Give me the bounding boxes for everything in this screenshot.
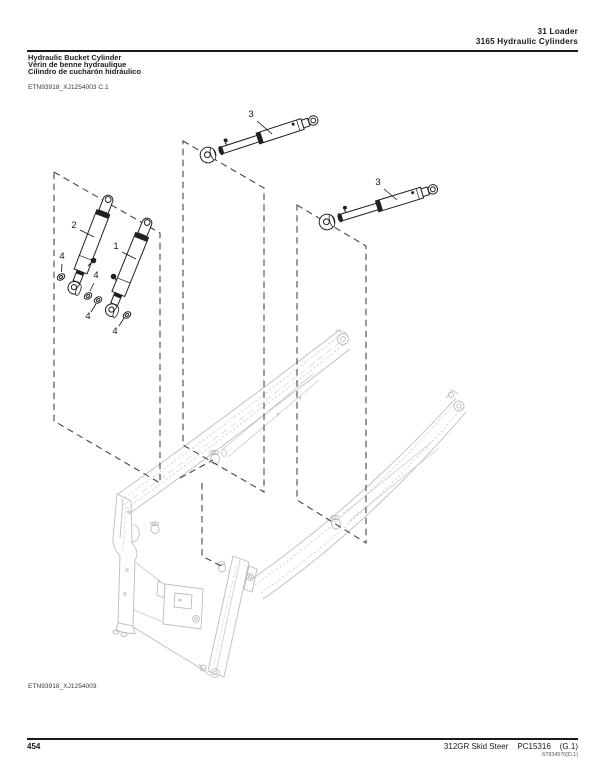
title-block: Hydraulic Bucket Cylinder Vérin de benne… — [28, 53, 141, 76]
panel-cylinder-3-left — [182, 140, 265, 493]
title-spanish: Cilindro de cucharón hidráulico — [28, 66, 141, 76]
location-panels — [53, 140, 367, 567]
seal-ring — [82, 290, 94, 302]
footer-right: 312GR Skid Steer PC15316 (G.1) — [435, 742, 578, 751]
page-number: 454 — [27, 742, 41, 751]
model-name: 312GR Skid Steer — [443, 742, 509, 751]
loader-frame-art — [112, 328, 467, 678]
callout-4-b: 4 — [93, 270, 99, 281]
footer-rule — [27, 738, 578, 740]
callout-2: 2 — [71, 220, 77, 231]
location-leader-left — [179, 459, 214, 479]
grease-fittings — [87, 257, 118, 282]
print-stamp: ST834570(D.1) — [541, 752, 578, 758]
figure-caption: ETN93918_XJ1254003 — [28, 683, 97, 690]
title-english: Hydraulic Bucket Cylinder — [28, 53, 122, 62]
page-header: 31 Loader 3165 Hydraulic Cylinders — [27, 27, 578, 47]
catalog-number: PC15316 — [517, 742, 551, 751]
panel-cylinder-3-right — [296, 204, 367, 544]
callout-3-upper: 3 — [248, 109, 254, 120]
callout-4-a: 4 — [59, 251, 65, 262]
revision-code: (G.1) — [559, 742, 578, 751]
section-heading: 31 Loader — [537, 27, 578, 36]
title-french: Vérin de benne hydraulique — [28, 59, 127, 69]
panel-cylinders-1-2 — [53, 171, 161, 484]
callout-1: 1 — [113, 241, 119, 252]
cylinders — [65, 108, 441, 320]
header-rule — [27, 50, 578, 52]
bucket-cylinder-1 — [102, 215, 156, 320]
callout-leaders — [61, 120, 398, 327]
drawing-reference: ETN93918_XJ1254003 C.1 — [28, 84, 109, 91]
subsection-heading: 3165 Hydraulic Cylinders — [475, 37, 578, 46]
seal-ring — [92, 294, 104, 306]
location-leader-center — [201, 483, 222, 567]
cylinder-3-upper — [196, 108, 321, 166]
seal-ring — [55, 271, 67, 283]
callout-4-d: 4 — [112, 326, 118, 337]
callout-4-c: 4 — [85, 311, 91, 322]
callout-3-lower: 3 — [375, 177, 381, 188]
